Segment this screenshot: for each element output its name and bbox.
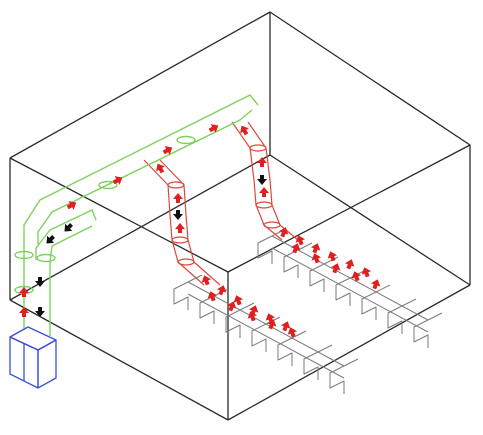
bench-leg <box>277 337 293 366</box>
ahu-right-face <box>37 339 57 389</box>
bench-leg <box>283 249 299 278</box>
bench-leg <box>387 305 403 334</box>
bench-rail <box>187 293 345 379</box>
flow-arrow-icon <box>240 125 249 136</box>
room-floor-back-right <box>269 154 471 286</box>
flow-arrow-icon <box>290 243 301 254</box>
flow-arrow-icon <box>278 227 289 238</box>
bench-leg <box>335 277 351 306</box>
duct-ring <box>176 135 196 145</box>
duct-ring <box>249 144 267 152</box>
flow-arrow-icon <box>327 251 338 262</box>
duct-ring <box>263 221 281 229</box>
flow-arrow-icon <box>330 263 341 274</box>
room-floor-back-left <box>9 154 271 301</box>
bench-leg <box>251 323 267 352</box>
supply-branch-wall <box>49 225 93 263</box>
bench-leg <box>303 351 319 380</box>
room-front-right-top <box>227 144 471 273</box>
air-handler-unit <box>9 326 57 389</box>
bench-crossbar <box>291 330 307 339</box>
room-floor-front-left <box>9 299 229 421</box>
duct-ring <box>255 201 273 209</box>
flow-arrow-icon <box>259 187 269 197</box>
flow-arrow-icon <box>280 321 291 332</box>
flow-arrow-icon <box>361 267 372 278</box>
bench-leg <box>309 263 325 292</box>
bench-leg <box>199 295 215 324</box>
bench-leg <box>329 365 345 394</box>
flow-arrow-icon <box>156 163 165 174</box>
bench-leg <box>413 319 429 348</box>
return-drop-left <box>143 159 221 286</box>
flow-arrow-icon <box>370 279 381 290</box>
flow-arrow-icon <box>287 327 298 338</box>
flow-arrow-icon <box>112 176 123 185</box>
flow-arrow-group <box>19 124 381 338</box>
duct-wall <box>143 159 205 286</box>
bench-crossbar <box>427 312 443 321</box>
duct-wall <box>247 121 299 241</box>
duct-wall <box>159 159 221 286</box>
flow-arrow-icon <box>66 201 77 210</box>
bench-crossbar <box>401 298 417 307</box>
flow-arrow-icon <box>35 307 45 317</box>
flow-arrow-icon <box>257 157 267 167</box>
duct-ring <box>167 181 185 189</box>
flow-arrow-icon <box>208 124 219 133</box>
supply-duct-lower-wall <box>37 109 253 244</box>
room-back-edge <box>9 11 471 285</box>
bench-leg <box>225 309 241 338</box>
bench-left <box>173 274 359 394</box>
flow-arrow-icon <box>295 235 306 246</box>
bench-crossbar <box>297 242 313 251</box>
bench-leg <box>361 291 377 320</box>
bench-group <box>173 228 443 394</box>
return-duct-group <box>143 121 299 286</box>
flow-arrow-icon <box>19 287 29 297</box>
flow-arrow-icon <box>201 275 212 286</box>
duct-ring <box>36 253 56 263</box>
bench-rail <box>271 247 429 333</box>
flow-arrow-icon <box>207 291 218 302</box>
flow-arrow-icon <box>344 259 355 270</box>
flow-arrow-icon <box>266 319 277 330</box>
flow-arrow-icon <box>310 243 321 254</box>
bench-crossbar <box>375 284 391 293</box>
duct-ring <box>98 180 118 190</box>
ahu-top <box>9 326 57 351</box>
bench-crossbar <box>187 274 203 283</box>
supply-branch-wall <box>35 209 97 260</box>
room-floor-front-right <box>227 284 471 421</box>
flow-arrow-icon <box>216 285 227 296</box>
flow-arrow-icon <box>247 311 258 322</box>
flow-arrow-icon <box>175 223 185 233</box>
flow-arrow-icon <box>35 277 45 287</box>
return-drop-right <box>231 121 299 241</box>
room-enclosure <box>9 11 471 421</box>
flow-arrow-icon <box>173 193 183 203</box>
flow-arrow-icon <box>351 271 362 282</box>
flow-arrow-icon <box>19 307 29 317</box>
duct-ring <box>14 250 34 260</box>
flow-arrow-icon <box>233 295 244 306</box>
supply-duct-upper-wall <box>23 94 259 240</box>
flow-arrow-icon <box>257 175 267 185</box>
bench-leg <box>257 235 273 264</box>
flow-arrow-icon <box>162 146 173 155</box>
flow-arrow-icon <box>226 301 237 312</box>
duct-ring <box>177 258 195 266</box>
bench-crossbar <box>323 256 339 265</box>
bench-crossbar <box>343 358 359 367</box>
flow-arrow-icon <box>311 253 322 264</box>
bench-crossbar <box>317 344 333 353</box>
bench-crossbar <box>239 302 255 311</box>
duct-ring <box>171 236 189 244</box>
flow-arrow-icon <box>173 210 183 220</box>
bench-leg <box>173 281 189 310</box>
